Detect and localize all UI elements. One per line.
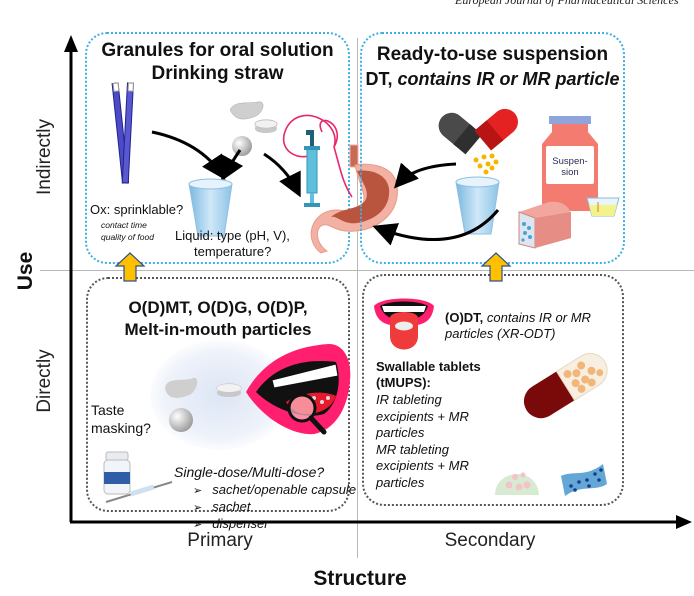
arrow-granules-to-syringe [263,152,301,198]
odt-line2: particles (XR-ODT) [445,326,556,341]
swallow-line: MR tableting [376,441,449,457]
x-axis-title: Structure [313,567,407,590]
bottle-label-line1: Suspen- [552,156,588,167]
melt-particles-icon [165,377,242,432]
x-axis-arrowhead [676,515,692,529]
suspension-title-dt: DT, [365,69,393,89]
orodispersible-title-line1: O(D)MT, O(D)G, O(D)P, [128,298,308,317]
arrow-food-to-stomach [372,209,500,246]
drinking-straw-icon [111,82,134,184]
dose-options-list: sachet/openable capsule sachet dispenser [193,482,356,533]
swallow-title-line1: Swallable tablets [376,359,481,374]
swallow-line: particles [376,425,425,440]
y-axis-arrowhead [64,35,78,52]
swallow-lines: IR tableting excipients + MR particles M… [376,392,469,491]
bottle-label-line2: sion [561,167,579,178]
journal-header: European Journal of Pharmaceutical Scien… [455,0,679,7]
mr-tablet-icon [495,472,539,495]
dosing-cup-icon [586,197,620,217]
granules-flow-arrows [151,130,301,198]
open-capsule-icon [438,108,518,175]
syringe-icon [282,114,353,207]
suspension-title-line2: DT, contains IR or MR particle [360,68,625,90]
swallow-line: excipients + MR [376,408,469,424]
vertical-divider [357,38,358,558]
odt-rest: contains IR or MR [483,310,591,325]
granules-title-line1: Granules for oral solution [101,40,334,61]
swallow-title: Swallable tablets (tMUPS): [376,359,481,391]
taste-line2: masking? [91,420,151,436]
swallow-title-line2: (tMUPS): [376,375,431,390]
mups-capsule-icon [523,352,608,419]
note-liquid-type: Liquid: type (pH, V), [175,228,290,243]
bottle-syringe-icon [103,451,173,503]
up-arrow-secondary-icon [480,252,512,282]
food-icon [518,201,571,249]
x-label-secondary: Secondary [444,530,536,551]
cup-icon [188,178,233,237]
up-arrow-primary-icon [114,252,146,282]
arrow-cup-to-stomach [394,162,457,189]
odt-bold: (O)DT, [445,310,484,325]
suspension-bottle-icon [542,116,598,211]
orodispersible-title-line2: Melt-in-mouth particles [124,320,312,339]
suspension-flow-arrows [372,162,500,246]
suspension-title-rest: contains IR or MR particle [392,69,620,89]
dose-option: sachet [193,499,356,516]
granules-icon [229,101,278,156]
quadrant-granules [85,32,350,264]
note-temperature: temperature? [194,244,272,259]
arrow-straw-to-cup [151,130,226,180]
note-contact-time: contact time [101,220,147,230]
y-axis-title: Use [14,251,37,291]
swallow-line: particles [376,474,425,490]
oral-film-icon [561,464,607,496]
odt-text: (O)DT, contains IR or MR particles (XR-O… [445,310,591,342]
dose-option: dispenser [193,516,356,533]
y-label-indirectly: Indirectly [34,118,55,196]
granules-title-line2: Drinking straw [151,63,284,84]
note-sprinklable: Ox: sprinklable? [90,202,184,217]
dose-question: Single-dose/Multi-dose? [174,464,325,480]
swallow-line: excipients + MR [376,458,469,473]
x-label-primary: Primary [187,530,253,551]
open-mouth-icon [246,344,351,435]
stomach-icon [310,144,398,254]
bottle-label: Suspen- sion [546,156,594,178]
y-label-directly: Directly [34,349,55,413]
suspension-title-line1: Ready-to-use suspension [376,44,609,65]
note-food-quality: quality of food [101,232,154,242]
dose-option: sachet/openable capsule [193,482,356,499]
swallow-line: IR tableting [376,392,442,407]
arrow-granules-to-cup [221,149,244,182]
tongue-tablet-icon [374,298,434,350]
taste-masking-label: Taste masking? [91,401,151,437]
horizontal-divider [40,270,694,271]
taste-line1: Taste [91,402,125,418]
